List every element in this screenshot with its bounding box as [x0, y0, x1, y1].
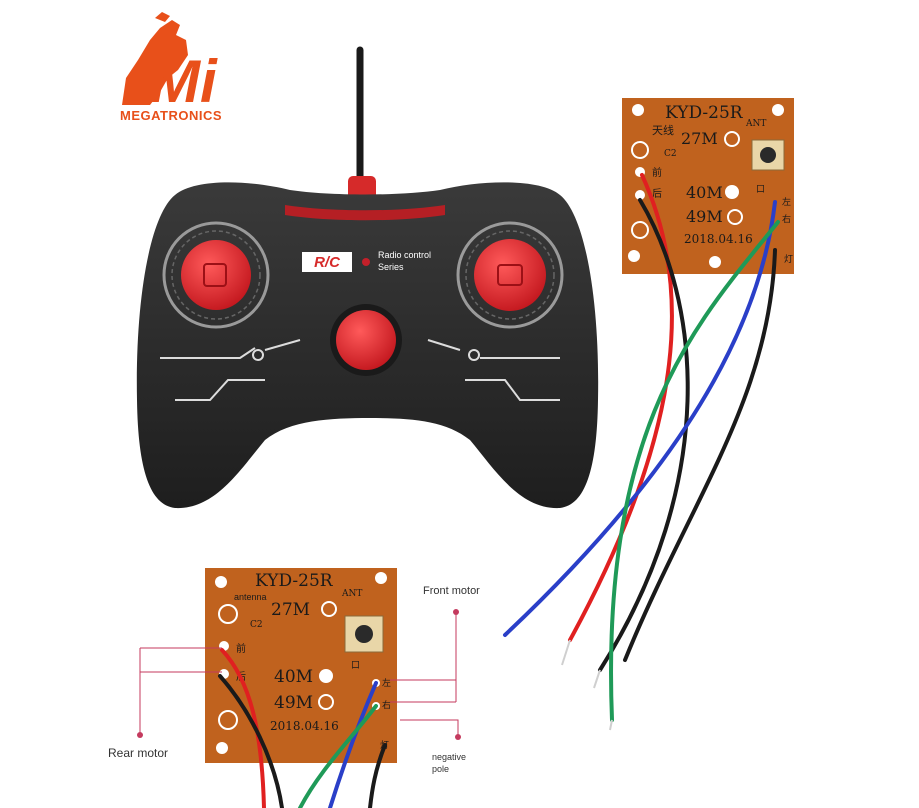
rear-motor-label: Rear motor	[108, 746, 169, 760]
svg-text:左: 左	[382, 677, 391, 689]
svg-text:右: 右	[382, 699, 391, 711]
negative-pole-dot	[455, 734, 461, 740]
center-button-icon	[336, 310, 396, 370]
left-joystick-ring	[162, 221, 270, 329]
annotation-lines	[139, 612, 459, 737]
right-joystick-ring	[456, 221, 564, 329]
right-joystick-button-icon	[474, 239, 546, 311]
negative-pole-label-1: negative	[432, 752, 467, 762]
front-motor-dot	[453, 609, 459, 615]
logo-name: MEGATRONICS	[120, 108, 223, 123]
series-line2: Series	[378, 262, 404, 272]
pcb-board	[622, 98, 794, 274]
svg-text:后: 后	[652, 188, 662, 200]
svg-text:ANT: ANT	[745, 119, 766, 129]
svg-text:左: 左	[782, 196, 791, 208]
rc-controller: R/C Radio control Series	[136, 46, 599, 509]
svg-text:27M: 27M	[681, 129, 718, 148]
svg-text:口: 口	[351, 661, 360, 671]
svg-text:口: 口	[756, 185, 765, 195]
series-line1: Radio control	[378, 250, 431, 260]
svg-text:49M: 49M	[274, 693, 313, 713]
svg-text:ANT: ANT	[341, 589, 362, 599]
power-led-icon	[362, 258, 370, 266]
svg-text:灯: 灯	[784, 254, 793, 265]
svg-text:前: 前	[236, 642, 246, 655]
gorilla-logo-icon	[122, 12, 188, 105]
receiver-board-top: KYD-25R 天线 ANT 27M C2 前 后 40M 49M 2018.0…	[622, 98, 794, 274]
svg-text:49M: 49M	[686, 207, 723, 226]
left-joystick-button-icon	[181, 240, 251, 310]
svg-text:C2: C2	[664, 149, 677, 159]
svg-text:C2: C2	[250, 620, 263, 630]
svg-text:2018.04.16: 2018.04.16	[270, 719, 339, 733]
svg-text:前: 前	[652, 166, 662, 179]
pcb-board	[205, 568, 397, 763]
board-model: KYD-25R	[665, 103, 744, 123]
logo-mark: Mi	[150, 48, 217, 115]
svg-text:27M: 27M	[271, 600, 310, 620]
board-model: KYD-25R	[255, 571, 334, 591]
svg-text:2018.04.16: 2018.04.16	[684, 232, 753, 246]
svg-text:天线: 天线	[652, 123, 674, 137]
receiver-board-bottom: KYD-25R antenna ANT 27M C2 前 后 40M 49M 2…	[205, 568, 397, 763]
front-motor-label: Front motor	[423, 585, 480, 597]
wires-top	[503, 173, 780, 722]
rc-badge	[302, 252, 352, 272]
negative-pole-label-2: pole	[432, 764, 450, 774]
svg-text:antenna: antenna	[234, 592, 267, 602]
svg-text:右: 右	[782, 213, 791, 225]
rc-badge-text: R/C	[314, 254, 341, 271]
svg-text:40M: 40M	[686, 183, 723, 202]
svg-text:40M: 40M	[274, 667, 313, 687]
rear-motor-dot	[137, 732, 143, 738]
wires-bottom	[218, 648, 387, 808]
